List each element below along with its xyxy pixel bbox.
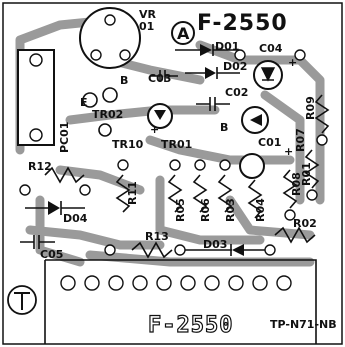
r03-resistor <box>217 174 233 213</box>
e-label: E <box>80 96 88 109</box>
edge-connector <box>44 259 317 344</box>
r11-label: R11 <box>126 181 139 205</box>
r13-label: R13 <box>145 230 169 243</box>
d03-diode <box>185 244 268 256</box>
r08-label: R08 <box>290 172 303 196</box>
d04-label: D04 <box>63 212 88 225</box>
r04-resistor <box>247 179 263 219</box>
r04-label: R04 <box>254 198 267 222</box>
tr02-transistor <box>82 92 98 108</box>
r01-resistor <box>304 149 320 189</box>
c01-plus: + <box>284 145 293 158</box>
vr01-label-top: VR <box>139 8 157 21</box>
c01-label: C01 <box>258 136 281 149</box>
solder-pads <box>19 49 328 256</box>
resistors <box>44 94 330 259</box>
r06-resistor <box>192 174 208 213</box>
d04-diode <box>25 201 85 215</box>
r06-label: R06 <box>199 198 212 222</box>
c02-capacitor <box>196 97 230 111</box>
r02-resistor <box>274 226 316 244</box>
tr10-transistor <box>98 123 112 137</box>
model-label-top: F-2550 <box>197 11 288 36</box>
tr02-label: TR02 <box>92 108 123 121</box>
badge-circle <box>171 21 195 45</box>
d01-diode <box>175 44 240 56</box>
b-label-top: B <box>120 74 128 87</box>
badge-letter: A <box>177 24 190 43</box>
d03-label: D03 <box>203 238 227 251</box>
c04-plus: + <box>288 56 297 69</box>
r09-resistor <box>314 94 330 134</box>
r02-label: R02 <box>293 217 317 230</box>
d02-label: D02 <box>223 60 247 73</box>
c05-label: C05 <box>40 248 63 261</box>
d01-label: D01 <box>215 40 239 53</box>
r12-label: R12 <box>28 160 52 173</box>
r07-label: R07 <box>294 128 307 152</box>
c01-capacitor <box>239 153 265 179</box>
pc01-label: PC01 <box>58 122 71 153</box>
c05-capacitor <box>20 235 55 249</box>
tr10-label: TR10 <box>112 138 144 151</box>
c03-capacitor <box>150 70 178 82</box>
model-label-bottom: F-2550 <box>148 313 233 338</box>
tr10-plus: + <box>150 123 159 136</box>
r05-label: R05 <box>174 198 187 222</box>
manufacturer-logo <box>7 285 37 315</box>
r05-resistor <box>167 174 183 213</box>
r11-resistor <box>115 174 131 213</box>
d02-diode <box>185 67 240 79</box>
part-code-label: TP-N71-NB <box>270 318 337 331</box>
c02-label: C02 <box>225 86 248 99</box>
r12-resistor <box>44 166 85 184</box>
vr01-label-bottom: 01 <box>139 20 154 33</box>
tr01-label: TR01 <box>161 138 192 151</box>
b-label-mid: B <box>220 121 228 134</box>
r08-resistor <box>282 169 298 209</box>
c04-label: C04 <box>259 42 283 55</box>
r03-label: R03 <box>224 198 237 222</box>
r13-resistor <box>131 241 173 259</box>
r09-label: R09 <box>304 96 317 120</box>
c03-label: C03 <box>148 72 171 85</box>
r01-label: R01 <box>300 162 313 186</box>
